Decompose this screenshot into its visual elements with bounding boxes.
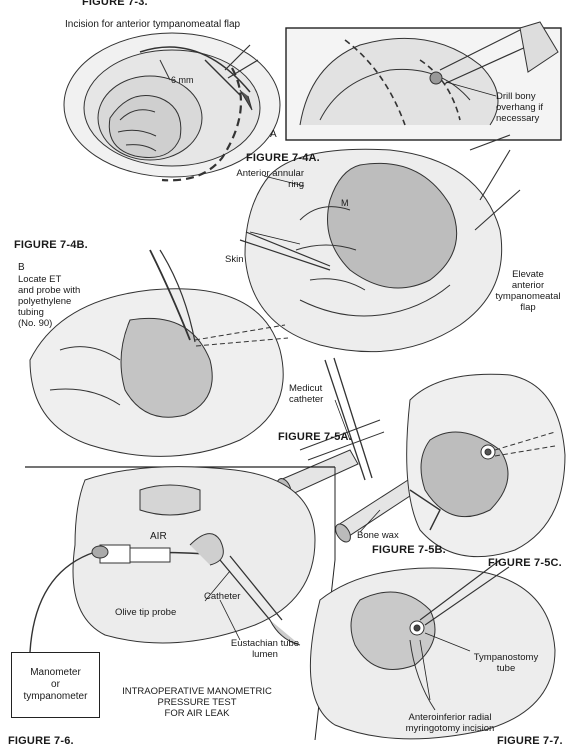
skin-label: Skin [225, 254, 244, 265]
drill-note: Drill bony overhang if necessary [496, 91, 544, 124]
anterior-annular-ring-label: Anterior annular ring [236, 168, 304, 190]
medicut-catheter-label: Medicut catheter [289, 383, 324, 405]
bone-wax-label: Bone wax [357, 530, 399, 541]
catheter-label: Catheter [204, 591, 241, 602]
elevate-flap-label: Elevate anterior tympanomeatal flap [495, 269, 561, 313]
fig-7-7-drawing [309, 559, 556, 740]
figure-7-6-title: FIGURE 7-6. [8, 735, 74, 747]
figure-7-4a-title: FIGURE 7-4A. [246, 152, 320, 164]
fig-7-4a-drawing [239, 134, 521, 353]
figure-7-5b-title: FIGURE 7-5B. [372, 544, 446, 556]
tympanostomy-tube-label: Tympanostomy tube [473, 652, 539, 674]
figure-7-5a-title: FIGURE 7-5A. [278, 431, 352, 443]
figure-7-5c-title: FIGURE 7-5C. [488, 557, 562, 569]
air-label: AIR [150, 531, 167, 542]
m-label: M [341, 198, 349, 208]
eustachian-tube-label: Eustachian tube lumen [230, 638, 300, 660]
manometer-box: Manometer or tympanometer [11, 652, 100, 718]
myringotomy-incision-label: Anteroinferior radial myringotomy incisi… [405, 712, 495, 734]
fig-7-6-drawing [29, 466, 316, 653]
measure-label: 6 mm [171, 75, 194, 85]
fig-7-5a-drawing [276, 357, 417, 543]
figure-7-3-title: FIGURE 7-3. [82, 0, 148, 8]
olive-tip-probe-label: Olive tip probe [115, 607, 177, 618]
fig-7-4a-inset [285, 21, 562, 141]
figure-7-3-caption: Incision for anterior tympanomeatal flap [65, 19, 241, 30]
panel-letter-b: B [18, 262, 25, 273]
fig-7-3-drawing [63, 32, 281, 182]
figure-7-7-title: FIGURE 7-7. [497, 735, 563, 747]
panel-letter-a: A [270, 129, 277, 140]
figure-7-4b-title: FIGURE 7-4B. [14, 239, 88, 251]
locate-et-note: Locate ET and probe with polyethylene tu… [18, 274, 81, 329]
fig-7-4b-drawing [29, 249, 289, 457]
fig-7-5c-drawing [406, 373, 566, 558]
manometric-test-caption: INTRAOPERATIVE MANOMETRIC PRESSURE TEST … [122, 686, 272, 719]
